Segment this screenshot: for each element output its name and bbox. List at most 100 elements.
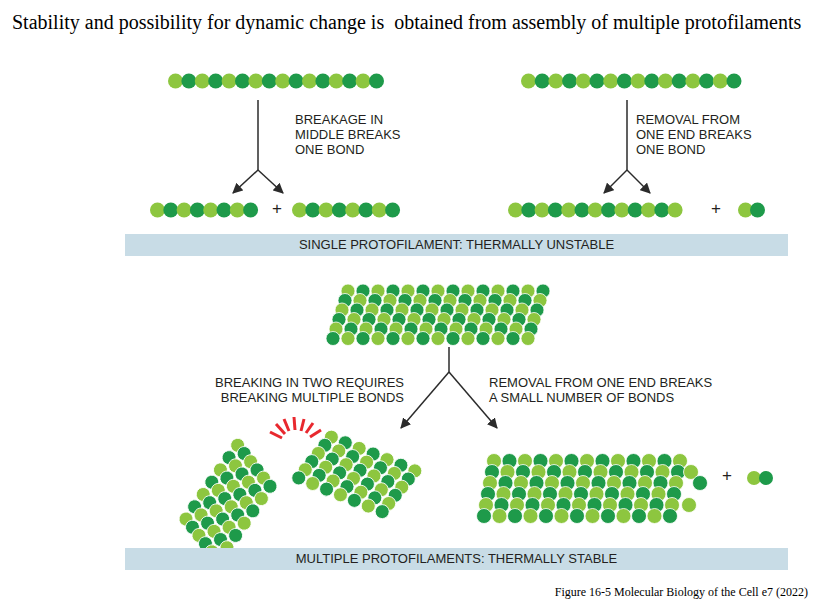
tubulin-bead xyxy=(491,332,505,346)
tubulin-bead xyxy=(570,509,585,524)
tubulin-bead xyxy=(289,74,304,89)
tubulin-bead xyxy=(331,486,349,504)
tubulin-bead xyxy=(446,332,460,346)
figure-title: Stability and possibility for dynamic ch… xyxy=(12,11,817,34)
tubulin-bead xyxy=(523,509,538,524)
tubulin-bead xyxy=(356,74,371,89)
tubulin-bead xyxy=(260,477,279,496)
tubulin-bead xyxy=(492,509,507,524)
tubulin-bead xyxy=(359,497,377,515)
tubulin-bead xyxy=(506,332,520,346)
tubulin-bead xyxy=(554,509,569,524)
tubulin-bead xyxy=(317,480,335,498)
tubulin-bead xyxy=(603,74,618,89)
tubulin-bead xyxy=(386,332,400,346)
tubulin-bead xyxy=(163,203,178,218)
branch-arrow xyxy=(233,170,258,193)
tubulin-bead xyxy=(647,509,662,524)
tubulin-bead xyxy=(326,332,340,346)
annotation-text: REMOVAL FROM ONE END BREAKS A SMALL NUMB… xyxy=(489,375,721,405)
tubulin-bead xyxy=(359,203,374,218)
burst-spike xyxy=(310,430,321,437)
tubulin-bead xyxy=(150,203,165,218)
tubulin-bead xyxy=(332,203,347,218)
tubulin-bead xyxy=(590,74,605,89)
tubulin-bead xyxy=(576,74,591,89)
tubulin-bead xyxy=(208,74,223,89)
tubulin-bead xyxy=(644,74,659,89)
branch-arrow xyxy=(401,372,449,428)
arrow-stem xyxy=(448,347,450,372)
tubulin-bead xyxy=(508,203,523,218)
tubulin-bead xyxy=(292,203,307,218)
released-dimer xyxy=(738,203,765,218)
tubulin-bead xyxy=(416,332,430,346)
tubulin-bead xyxy=(302,74,317,89)
tubulin-bead xyxy=(628,203,643,218)
protofilament-fragment xyxy=(292,203,400,218)
tubulin-bead xyxy=(190,203,205,218)
tubulin-bead xyxy=(641,203,656,218)
tubulin-bead xyxy=(672,74,687,89)
tubulin-bead xyxy=(476,332,490,346)
burst-spike xyxy=(270,432,282,438)
arrow-stem xyxy=(626,100,628,170)
tubulin-bead xyxy=(342,74,357,89)
annotation-text: BREAKAGE IN MIDDLE BREAKS ONE BOND xyxy=(295,112,413,157)
tubulin-bead xyxy=(315,74,330,89)
broken-sheet-piece xyxy=(290,422,424,526)
tubulin-bead xyxy=(521,74,536,89)
tubulin-bead xyxy=(385,203,400,218)
tubulin-bead xyxy=(177,203,192,218)
tubulin-bead xyxy=(477,509,492,524)
tubulin-bead xyxy=(713,74,728,89)
figure-caption: Figure 16-5 Molecular Biology of the Cel… xyxy=(380,585,808,599)
tubulin-bead xyxy=(685,74,700,89)
branch-arrow xyxy=(627,170,650,193)
tubulin-bead xyxy=(699,74,714,89)
tubulin-bead xyxy=(319,203,334,218)
tubulin-bead xyxy=(535,74,550,89)
tubulin-bead xyxy=(243,203,258,218)
tubulin-bead xyxy=(750,203,765,218)
tubulin-bead xyxy=(562,74,577,89)
tubulin-bead xyxy=(203,203,218,218)
tubulin-bead xyxy=(654,203,669,218)
burst-spike xyxy=(276,424,285,434)
tubulin-bead xyxy=(181,74,196,89)
protofilament-fragment xyxy=(150,203,258,218)
burst-spike xyxy=(294,417,295,430)
tubulin-bead xyxy=(275,74,290,89)
tubulin-bead xyxy=(345,203,360,218)
tubulin-beads xyxy=(150,74,773,570)
tubulin-bead xyxy=(262,74,277,89)
tubulin-bead xyxy=(304,474,322,492)
tubulin-bead xyxy=(548,74,563,89)
tubulin-bead xyxy=(369,74,384,89)
tubulin-bead xyxy=(248,74,263,89)
protofilament-sheet xyxy=(326,284,550,346)
branch-arrow xyxy=(258,170,283,193)
tubulin-bead xyxy=(521,203,536,218)
tubulin-bead xyxy=(658,74,673,89)
tubulin-bead xyxy=(305,203,320,218)
protofilament-fragment xyxy=(508,203,683,218)
tubulin-bead xyxy=(372,203,387,218)
band-text: MULTIPLE PROTOFILAMENTS: THERMALLY STABL… xyxy=(125,548,788,570)
tubulin-bead xyxy=(431,332,445,346)
tubulin-bead xyxy=(575,203,590,218)
tubulin-bead xyxy=(535,203,550,218)
tubulin-bead xyxy=(601,203,616,218)
break-burst xyxy=(270,417,321,438)
plus-sign: + xyxy=(269,199,285,219)
single-protofilament xyxy=(168,74,384,89)
tubulin-bead xyxy=(373,503,391,521)
band-text: SINGLE PROTOFILAMENT: THERMALLY UNSTABLE xyxy=(125,234,788,256)
tubulin-bead xyxy=(290,469,308,487)
arrow-stem xyxy=(257,100,259,170)
tubulin-bead xyxy=(727,74,742,89)
tubulin-bead xyxy=(759,471,773,485)
caption-band: MULTIPLE PROTOFILAMENTS: THERMALLY STABL… xyxy=(125,548,788,570)
burst-spike xyxy=(301,419,304,431)
tubulin-bead xyxy=(461,332,475,346)
